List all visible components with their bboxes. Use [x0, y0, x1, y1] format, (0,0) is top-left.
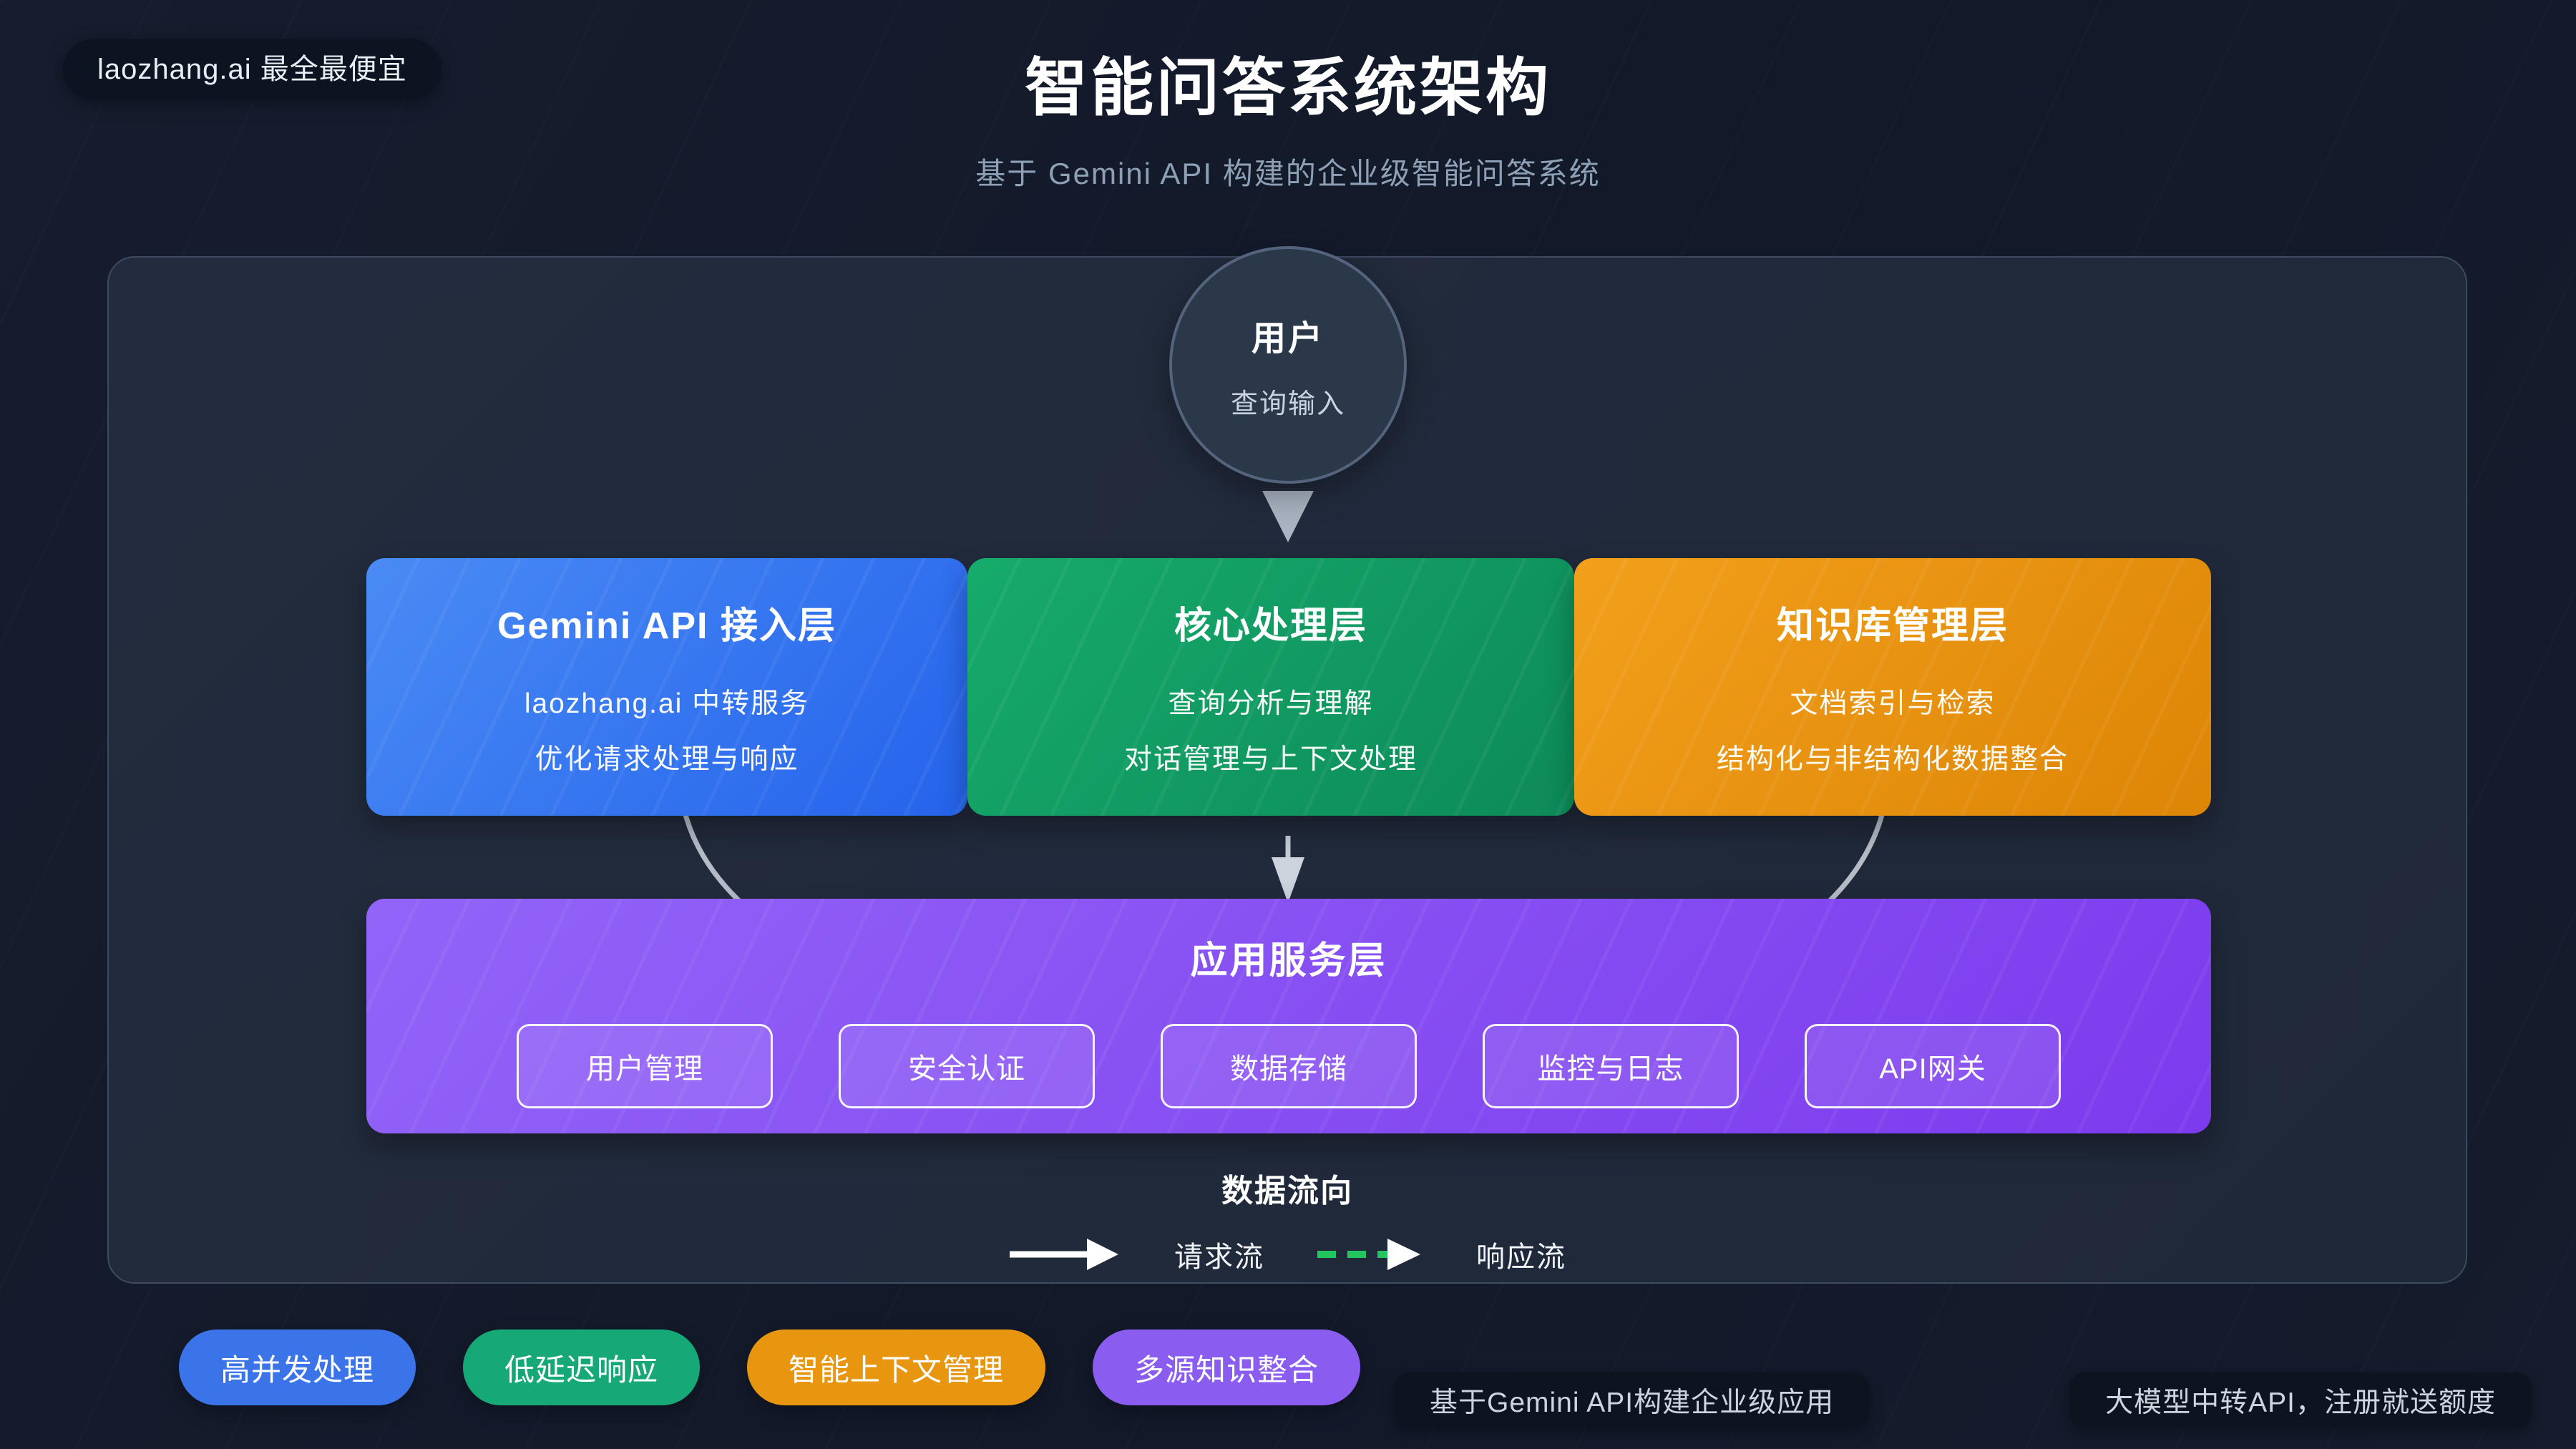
service-api-gateway: API网关: [1805, 1024, 2061, 1108]
pill-smart-context: 智能上下文管理: [747, 1330, 1046, 1405]
layer-line: 优化请求处理与响应: [535, 744, 799, 775]
user-node: 用户 查询输入: [1169, 246, 1407, 484]
feature-pills: 高并发处理 低延迟响应 智能上下文管理 多源知识整合: [179, 1330, 1361, 1405]
request-flow-arrow-icon: [1010, 1239, 1118, 1270]
layer-core-processing: 核心处理层 查询分析与理解 对话管理与上下文处理: [967, 558, 1574, 816]
layers-row: Gemini API 接入层 laozhang.ai 中转服务 优化请求处理与响…: [366, 558, 2211, 816]
layer-line: 文档索引与检索: [1790, 688, 1996, 719]
page-title: 智能问答系统架构: [1024, 52, 1551, 123]
api-promo-badge: 大模型中转API，注册就送额度: [2069, 1372, 2532, 1428]
service-user-management: 用户管理: [517, 1024, 773, 1108]
layer-title: 知识库管理层: [1776, 605, 2009, 647]
page-subtitle: 基于 Gemini API 构建的企业级智能问答系统: [975, 157, 1601, 190]
services-row: 用户管理 安全认证 数据存储 监控与日志 API网关: [366, 1024, 2211, 1108]
brand-badge: laozhang.ai 最全最便宜: [63, 39, 441, 100]
user-node-subtitle: 查询输入: [1230, 389, 1345, 419]
pill-high-concurrency: 高并发处理: [179, 1330, 416, 1405]
layer-line: laozhang.ai 中转服务: [524, 688, 810, 719]
legend-title: 数据流向: [1221, 1174, 1353, 1209]
response-flow-arrow-icon: [1317, 1239, 1420, 1270]
user-node-title: 用户: [1251, 319, 1324, 358]
legend-label-response: 响应流: [1476, 1241, 1566, 1273]
layer-gemini-api: Gemini API 接入层 laozhang.ai 中转服务 优化请求处理与响…: [366, 558, 967, 816]
flow-legend: 数据流向 请求流 响应流: [107, 1165, 2467, 1275]
layer-line: 结构化与非结构化数据整合: [1716, 744, 2069, 775]
pill-low-latency: 低延迟响应: [463, 1330, 701, 1405]
app-service-layer: 应用服务层 用户管理 安全认证 数据存储 监控与日志 API网关: [366, 899, 2211, 1133]
enterprise-app-badge: 基于Gemini API构建企业级应用: [1394, 1372, 1870, 1428]
layer-title: 核心处理层: [1174, 605, 1367, 647]
layer-title: Gemini API 接入层: [497, 605, 836, 647]
layer-line: 对话管理与上下文处理: [1123, 744, 1418, 775]
service-security-auth: 安全认证: [839, 1024, 1095, 1108]
layer-line: 查询分析与理解: [1168, 688, 1374, 719]
pill-multi-source: 多源知识整合: [1093, 1330, 1361, 1405]
legend-label-request: 请求流: [1174, 1241, 1264, 1273]
header: 智能问答系统架构 基于 Gemini API 构建的企业级智能问答系统: [0, 37, 2576, 193]
layer-knowledge-base: 知识库管理层 文档索引与检索 结构化与非结构化数据整合: [1574, 558, 2211, 816]
legend-row: 请求流 响应流: [1008, 1234, 1566, 1275]
service-monitoring-logs: 监控与日志: [1483, 1024, 1739, 1108]
app-service-layer-title: 应用服务层: [1190, 940, 1387, 982]
service-data-storage: 数据存储: [1161, 1024, 1417, 1108]
